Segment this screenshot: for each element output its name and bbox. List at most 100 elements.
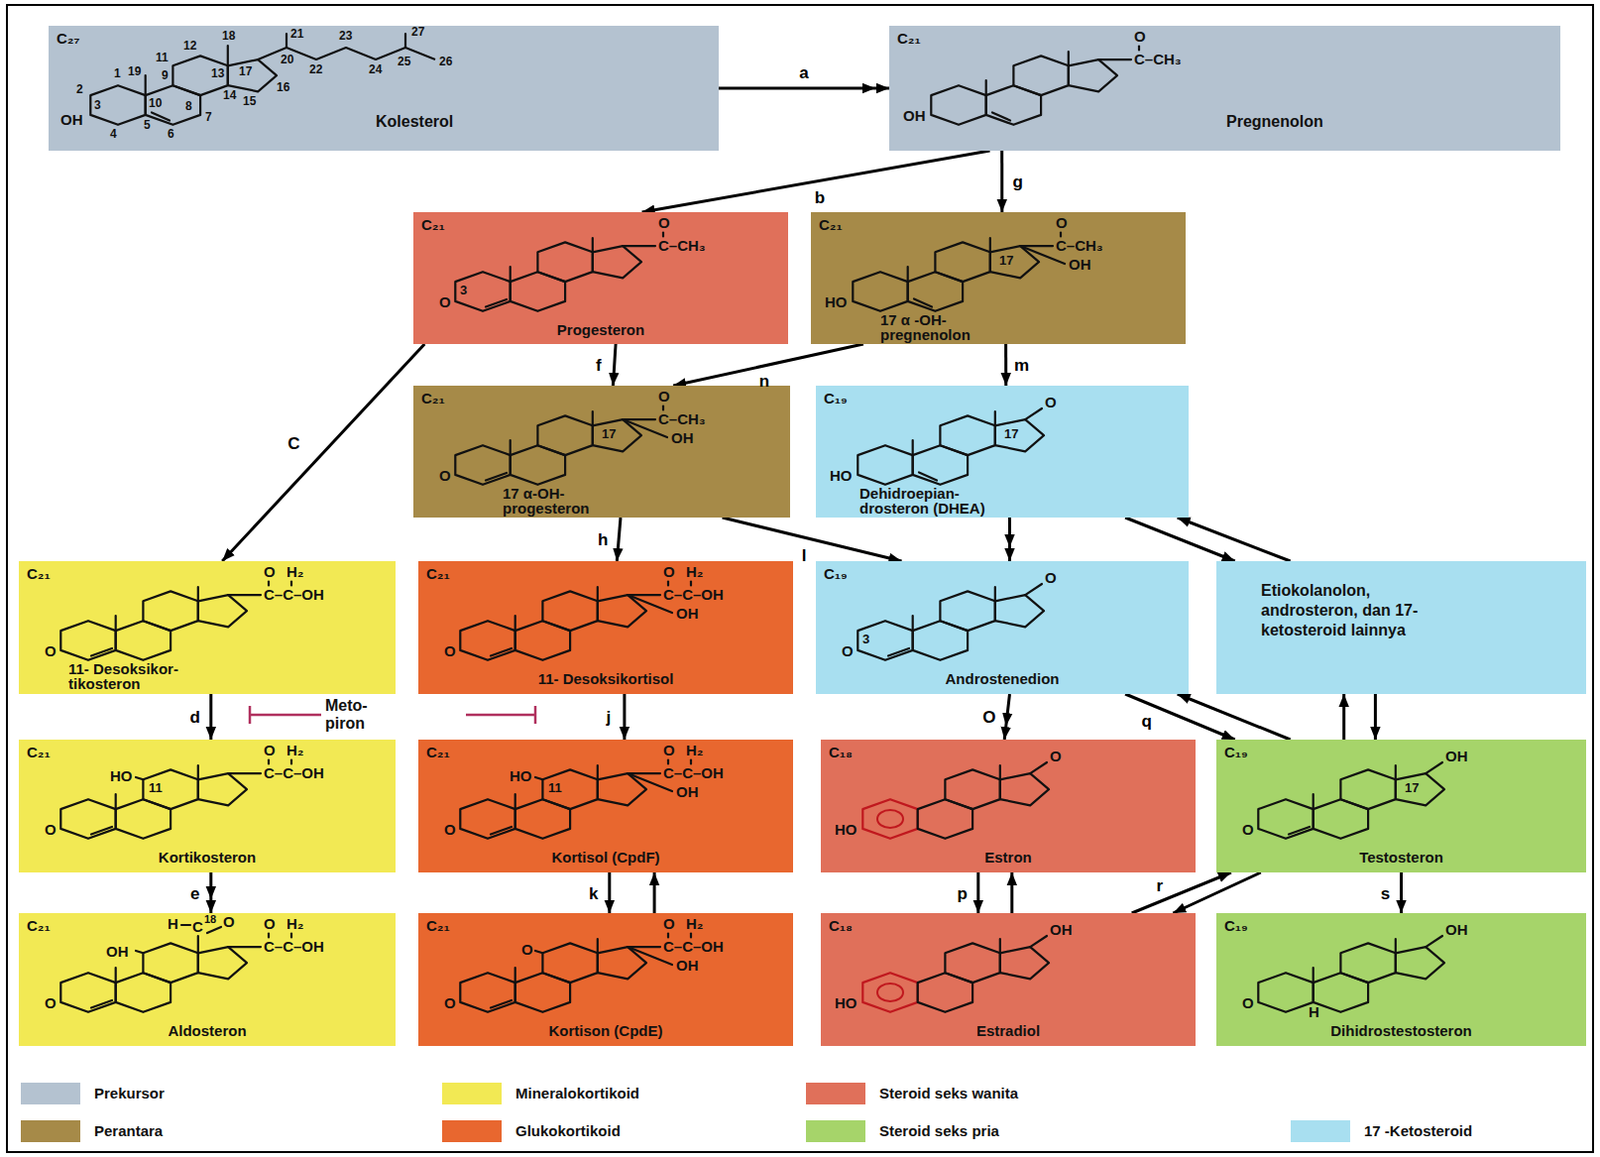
steroid-skeleton bbox=[413, 385, 791, 518]
aromatic-ring bbox=[877, 809, 904, 828]
legend-swatch bbox=[442, 1120, 502, 1143]
reaction-arrow bbox=[1177, 517, 1291, 562]
ring bbox=[90, 85, 145, 125]
structure-label: C₂₁ bbox=[26, 916, 51, 934]
steroid-skeleton bbox=[810, 212, 1186, 344]
structure-line bbox=[1425, 935, 1443, 947]
structure-line bbox=[228, 593, 261, 596]
compound-box: C₂₁O17C–CH₃OHO17 α-OH- progesteron bbox=[413, 385, 791, 518]
structure-line bbox=[907, 266, 910, 282]
structure-label: O bbox=[658, 387, 671, 405]
structure-label: OH bbox=[676, 783, 699, 800]
reaction-arrow bbox=[612, 343, 616, 386]
structure-label: 25 bbox=[397, 55, 411, 70]
legend-text: Mineralokortikoid bbox=[515, 1082, 640, 1105]
structure-label: 7 bbox=[205, 111, 213, 125]
structure-label: O bbox=[521, 940, 534, 958]
compound-name: Etiokolanolon, androsteron, dan 17-ketos… bbox=[1260, 580, 1420, 641]
structure-label: O bbox=[44, 642, 57, 660]
structure-line bbox=[622, 244, 656, 247]
structure-line bbox=[1394, 938, 1397, 953]
structure-label: C₁₉ bbox=[823, 389, 848, 407]
structure-label: C–C–OH bbox=[263, 937, 325, 955]
ring bbox=[1340, 769, 1395, 809]
ring bbox=[1395, 773, 1445, 805]
structure-line bbox=[999, 938, 1002, 953]
structure-label: H bbox=[1308, 1003, 1320, 1021]
structure-line bbox=[689, 933, 692, 938]
structure-line bbox=[992, 113, 1011, 121]
structure-line bbox=[1025, 408, 1042, 420]
reaction-label: n bbox=[759, 372, 770, 390]
ring bbox=[862, 799, 917, 839]
reaction-label: f bbox=[595, 356, 602, 374]
compound-box: C₂₇1218212711172023261191392224252101481… bbox=[48, 25, 719, 151]
compound-name: Testosteron bbox=[1359, 848, 1444, 866]
reaction-label: p bbox=[957, 884, 968, 902]
reaction-arrow bbox=[718, 87, 890, 91]
reaction-arrow bbox=[1004, 343, 1008, 386]
compound-box: C₂₁OC–CH₃3OProgesteron bbox=[413, 212, 789, 344]
reaction-arrow bbox=[607, 872, 611, 914]
legend-swatch bbox=[805, 1082, 866, 1105]
ring bbox=[537, 241, 592, 282]
structure-label: O bbox=[444, 642, 457, 660]
ring bbox=[1000, 773, 1049, 805]
structure-label: OH bbox=[676, 604, 699, 622]
compound-name: Dehidroepian- drosteron (DHEA) bbox=[859, 485, 1009, 516]
reaction-label: h bbox=[597, 531, 608, 549]
ring bbox=[995, 419, 1044, 452]
structure-label: 3 bbox=[94, 99, 102, 114]
structure-label: 11 bbox=[155, 51, 169, 66]
compound-name: Estradiol bbox=[976, 1022, 1040, 1039]
structure-label: C–C–OH bbox=[263, 764, 325, 782]
reaction-label: s bbox=[1380, 884, 1390, 902]
structure-label: OH bbox=[1445, 747, 1469, 765]
structure-label: O bbox=[1044, 393, 1057, 411]
inhibition-line bbox=[465, 713, 536, 717]
legend-text: Steroid seks pria bbox=[879, 1120, 1000, 1143]
structure-label: C–C–OH bbox=[663, 764, 724, 782]
structure-label: 22 bbox=[309, 63, 323, 78]
structure-line bbox=[267, 760, 270, 765]
structure-line bbox=[1059, 232, 1062, 237]
structure-label: C₁₉ bbox=[1224, 743, 1249, 761]
structure-label: 17 bbox=[601, 427, 616, 443]
structure-line bbox=[914, 299, 932, 308]
structure-line bbox=[1025, 583, 1042, 595]
structure-label: OH bbox=[671, 429, 694, 447]
structure-line bbox=[91, 648, 113, 657]
structure-label: 20 bbox=[280, 53, 294, 68]
structure-label: C₁₈ bbox=[828, 743, 853, 761]
structure-label: C₂₁ bbox=[426, 743, 451, 761]
legend-swatch bbox=[1290, 1120, 1351, 1143]
reaction-arrow bbox=[1399, 872, 1403, 914]
compound-box: C₂₁O17C–CH₃OHHO17 α -OH- pregnenolon bbox=[810, 212, 1186, 344]
structure-line bbox=[627, 945, 661, 948]
structure-label: C–CH₃ bbox=[1055, 236, 1104, 254]
structure-label: C–CH₃ bbox=[658, 236, 706, 254]
structure-line bbox=[114, 967, 117, 983]
ring bbox=[1395, 946, 1445, 979]
compound-name: Androstenedion bbox=[945, 670, 1060, 687]
structure-label: C₂₁ bbox=[897, 29, 921, 47]
structure-label: O bbox=[663, 563, 676, 580]
reaction-arrow bbox=[653, 872, 657, 914]
structure-line bbox=[1394, 765, 1397, 780]
structure-label: 3 bbox=[862, 632, 870, 648]
structure-line bbox=[181, 923, 191, 926]
inhibition-bar bbox=[534, 705, 538, 724]
structure-line bbox=[151, 113, 170, 121]
ring bbox=[455, 271, 510, 312]
structure-line bbox=[1138, 46, 1141, 51]
reaction-label: O bbox=[982, 708, 996, 726]
reaction-arrow bbox=[1008, 517, 1012, 562]
structure-label: O bbox=[663, 741, 676, 759]
structure-label: C₁₈ bbox=[828, 916, 853, 934]
structure-label: HO bbox=[824, 293, 848, 311]
structure-label: 18 bbox=[222, 29, 235, 44]
structure-label: 17 bbox=[1404, 781, 1419, 797]
structure-label: H₂ bbox=[286, 563, 305, 580]
structure-label: 24 bbox=[368, 63, 382, 78]
